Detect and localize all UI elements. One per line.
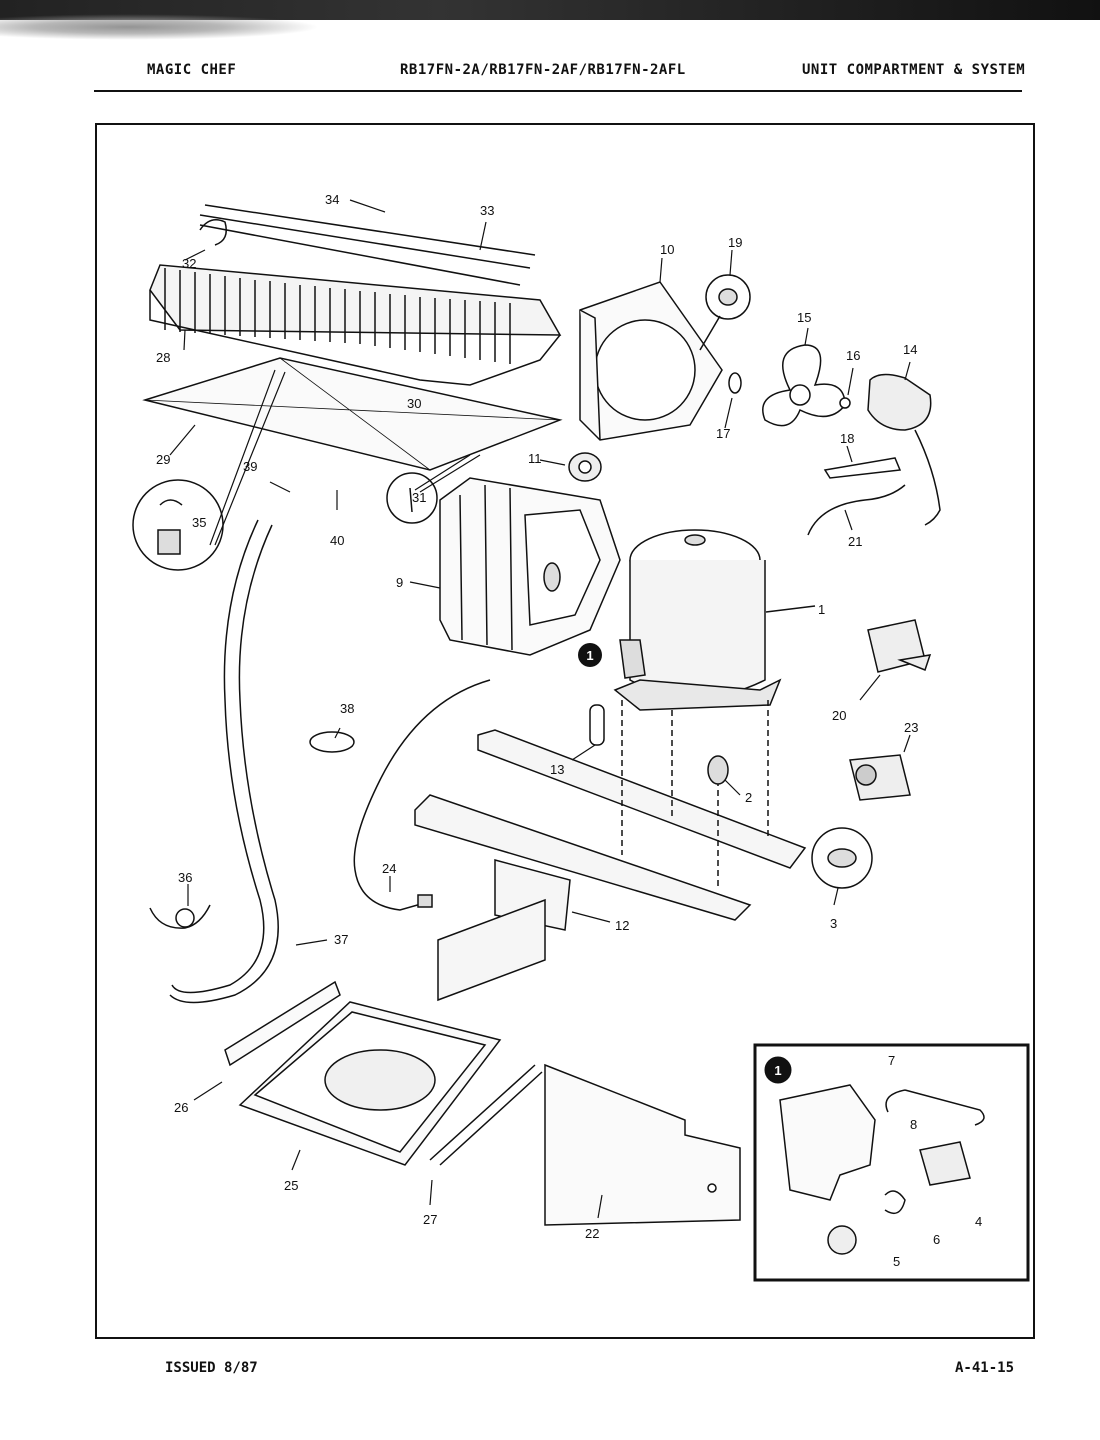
part-label: 23 <box>904 720 918 735</box>
part-label: 5 <box>893 1254 900 1269</box>
condenser-coil-part <box>149 204 562 386</box>
callout-inset-box <box>753 1043 1030 1282</box>
brand-name: MAGIC CHEF <box>147 62 237 78</box>
drier-part <box>589 704 605 746</box>
compressor-part <box>613 529 816 711</box>
part-label: 11 <box>528 451 542 466</box>
part-label: 37 <box>334 932 348 947</box>
part-label: 6 <box>933 1232 940 1247</box>
part-label: 2 <box>745 790 752 805</box>
header-rule <box>94 90 1022 92</box>
drain-pan-part <box>224 980 502 1166</box>
fan-motor-assembly <box>728 344 941 536</box>
wiring-detail-inset <box>132 479 224 571</box>
clamp-part <box>309 731 355 753</box>
part-label: 1 <box>818 602 825 617</box>
part-label: 34 <box>325 192 339 207</box>
callout-inset-text: 1 <box>774 1063 781 1078</box>
part-label: 30 <box>407 396 421 411</box>
tubing-part <box>169 519 279 1004</box>
part-label: 24 <box>382 861 396 876</box>
part-label: 33 <box>480 203 494 218</box>
section-title: UNIT COMPARTMENT & SYSTEM <box>802 62 1026 78</box>
part-label: 35 <box>192 515 206 530</box>
capacitor-part <box>867 619 932 673</box>
part-label: 9 <box>396 575 403 590</box>
part-label: 40 <box>330 533 344 548</box>
part-label: 26 <box>174 1100 188 1115</box>
part-label: 39 <box>243 459 257 474</box>
drain-tube-part <box>149 904 211 929</box>
page-code: A-41-15 <box>955 1360 1015 1376</box>
part-label: 15 <box>797 310 811 325</box>
leader-lines <box>169 199 911 1219</box>
part-label: 12 <box>615 918 629 933</box>
part-label: 13 <box>550 762 564 777</box>
part-label: 31 <box>412 490 426 505</box>
grommet-detail-part <box>699 274 751 351</box>
mount-grommet-part <box>568 452 602 482</box>
part-label: 8 <box>910 1117 917 1132</box>
screw-detail-inset <box>386 472 438 524</box>
mounting-rail-part <box>414 700 807 1002</box>
part-label: 19 <box>728 235 742 250</box>
part-labels: 1 2 3 4 5 6 7 8 9 10 11 12 13 14 15 16 1… <box>156 192 982 1269</box>
power-cord-part <box>353 679 491 911</box>
part-label: 22 <box>585 1226 599 1241</box>
part-label: 36 <box>178 870 192 885</box>
part-label: 16 <box>846 348 860 363</box>
part-label: 29 <box>156 452 170 467</box>
part-label: 17 <box>716 426 730 441</box>
part-label: 38 <box>340 701 354 716</box>
part-label: 27 <box>423 1212 437 1227</box>
model-numbers: RB17FN-2A/RB17FN-2AF/RB17FN-2AFL <box>400 62 686 78</box>
cover-plate-part <box>142 357 563 471</box>
relay-part <box>849 754 911 801</box>
part-label: 7 <box>888 1053 895 1068</box>
fan-shroud-part <box>579 281 723 441</box>
grommet-inset-part <box>811 827 873 889</box>
part-label: 21 <box>848 534 862 549</box>
part-label: 4 <box>975 1214 982 1229</box>
part-label: 28 <box>156 350 170 365</box>
issued-date: ISSUED 8/87 <box>165 1360 258 1376</box>
callout-marker-icon <box>578 643 602 667</box>
diagram-frame <box>95 123 1035 1339</box>
part-label: 14 <box>903 342 917 357</box>
part-label: 3 <box>830 916 837 931</box>
back-panel-part <box>544 1063 741 1226</box>
condenser-duct-part <box>439 477 621 656</box>
callout-marker-text: 1 <box>586 648 593 663</box>
part-label: 20 <box>832 708 846 723</box>
scan-smudge <box>0 14 320 40</box>
part-label: 18 <box>840 431 854 446</box>
part-label: 32 <box>182 256 196 271</box>
part-label: 10 <box>660 242 674 257</box>
pan-rod-part <box>429 1064 543 1166</box>
part-label: 25 <box>284 1178 298 1193</box>
